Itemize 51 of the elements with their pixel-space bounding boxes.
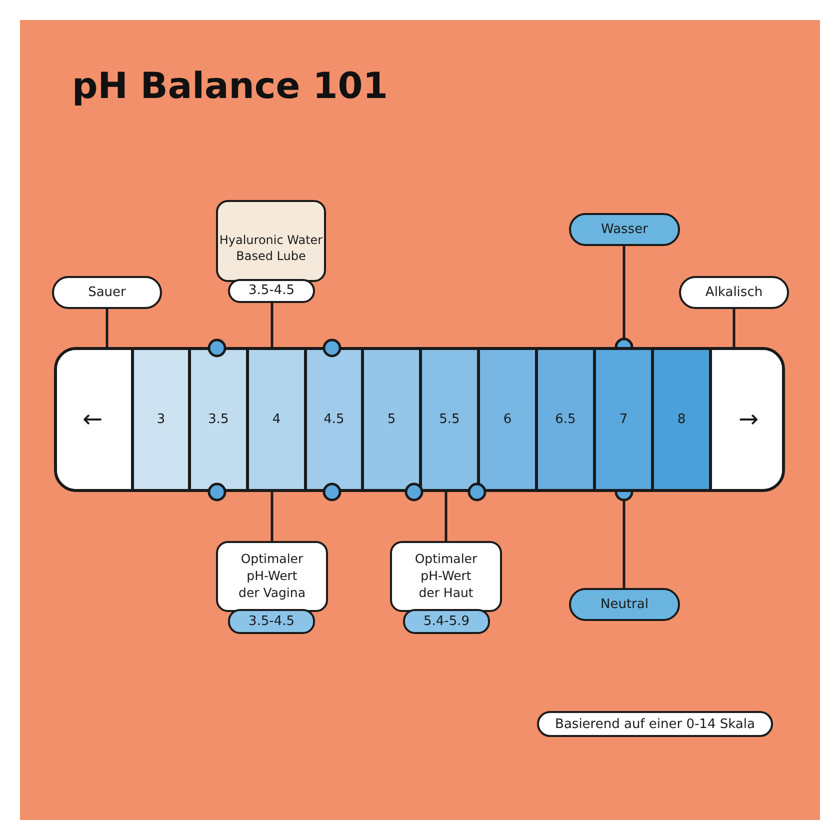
connector-line <box>732 309 736 347</box>
connector-line <box>444 492 448 541</box>
ph-value: 4.5 <box>324 410 344 428</box>
range-pill <box>228 279 315 303</box>
label-text: Neutral <box>600 596 648 614</box>
scale-end-cell <box>709 350 782 489</box>
label-pill <box>679 276 789 309</box>
callout-box <box>216 541 328 612</box>
label-text: Wasser <box>601 220 648 238</box>
note-pill: Basierend auf einer 0-14 Skala <box>537 711 773 737</box>
ph-cell <box>419 350 477 489</box>
connector-line <box>270 492 274 541</box>
connector-line <box>106 309 108 347</box>
ph-cell <box>131 350 188 489</box>
ph-value: 4 <box>272 410 281 428</box>
label-text: 3.5-4.5 <box>248 282 295 300</box>
ph-cell <box>593 350 651 489</box>
label-pill <box>569 213 680 246</box>
label-pill <box>569 588 680 621</box>
connector-line <box>270 303 274 347</box>
ph-value: 5 <box>387 410 396 428</box>
ph-value: 6 <box>503 410 512 428</box>
ph-value: 3.5 <box>208 410 229 428</box>
ph-cell <box>304 350 361 489</box>
ph-cell <box>188 350 246 489</box>
ph-cell <box>361 350 419 489</box>
ph-value: 3 <box>156 410 166 428</box>
label-text: Hyaluronic Water Based Lube <box>218 232 324 264</box>
label-text: Sauer <box>88 284 126 302</box>
ph-value: 7 <box>619 410 628 428</box>
direction-arrow: ← <box>82 404 103 436</box>
direction-arrow: → <box>738 404 759 436</box>
ph-value: 8 <box>677 410 686 428</box>
ph-cell <box>651 350 709 489</box>
ph-scale-bar <box>54 347 785 492</box>
title: pH Balance 101 <box>72 66 388 107</box>
ph-cell <box>246 350 304 489</box>
label-pill <box>52 276 162 309</box>
product-callout <box>216 200 326 282</box>
label-text: Alkalisch <box>705 284 763 302</box>
label-text: 3.5-4.5 <box>248 612 295 630</box>
range-pill <box>403 609 490 634</box>
range-pill <box>228 609 315 634</box>
label-text: Optimaler pH-Wert der Haut <box>414 551 478 602</box>
ph-cell <box>477 350 535 489</box>
ph-value: 5.5 <box>439 410 460 428</box>
label-text: Optimaler pH-Wert der Vagina <box>238 551 306 602</box>
callout-box <box>390 541 502 612</box>
ph-value: 6.5 <box>555 410 576 428</box>
label-text: 5.4-5.9 <box>423 612 470 630</box>
ph-cell <box>535 350 593 489</box>
